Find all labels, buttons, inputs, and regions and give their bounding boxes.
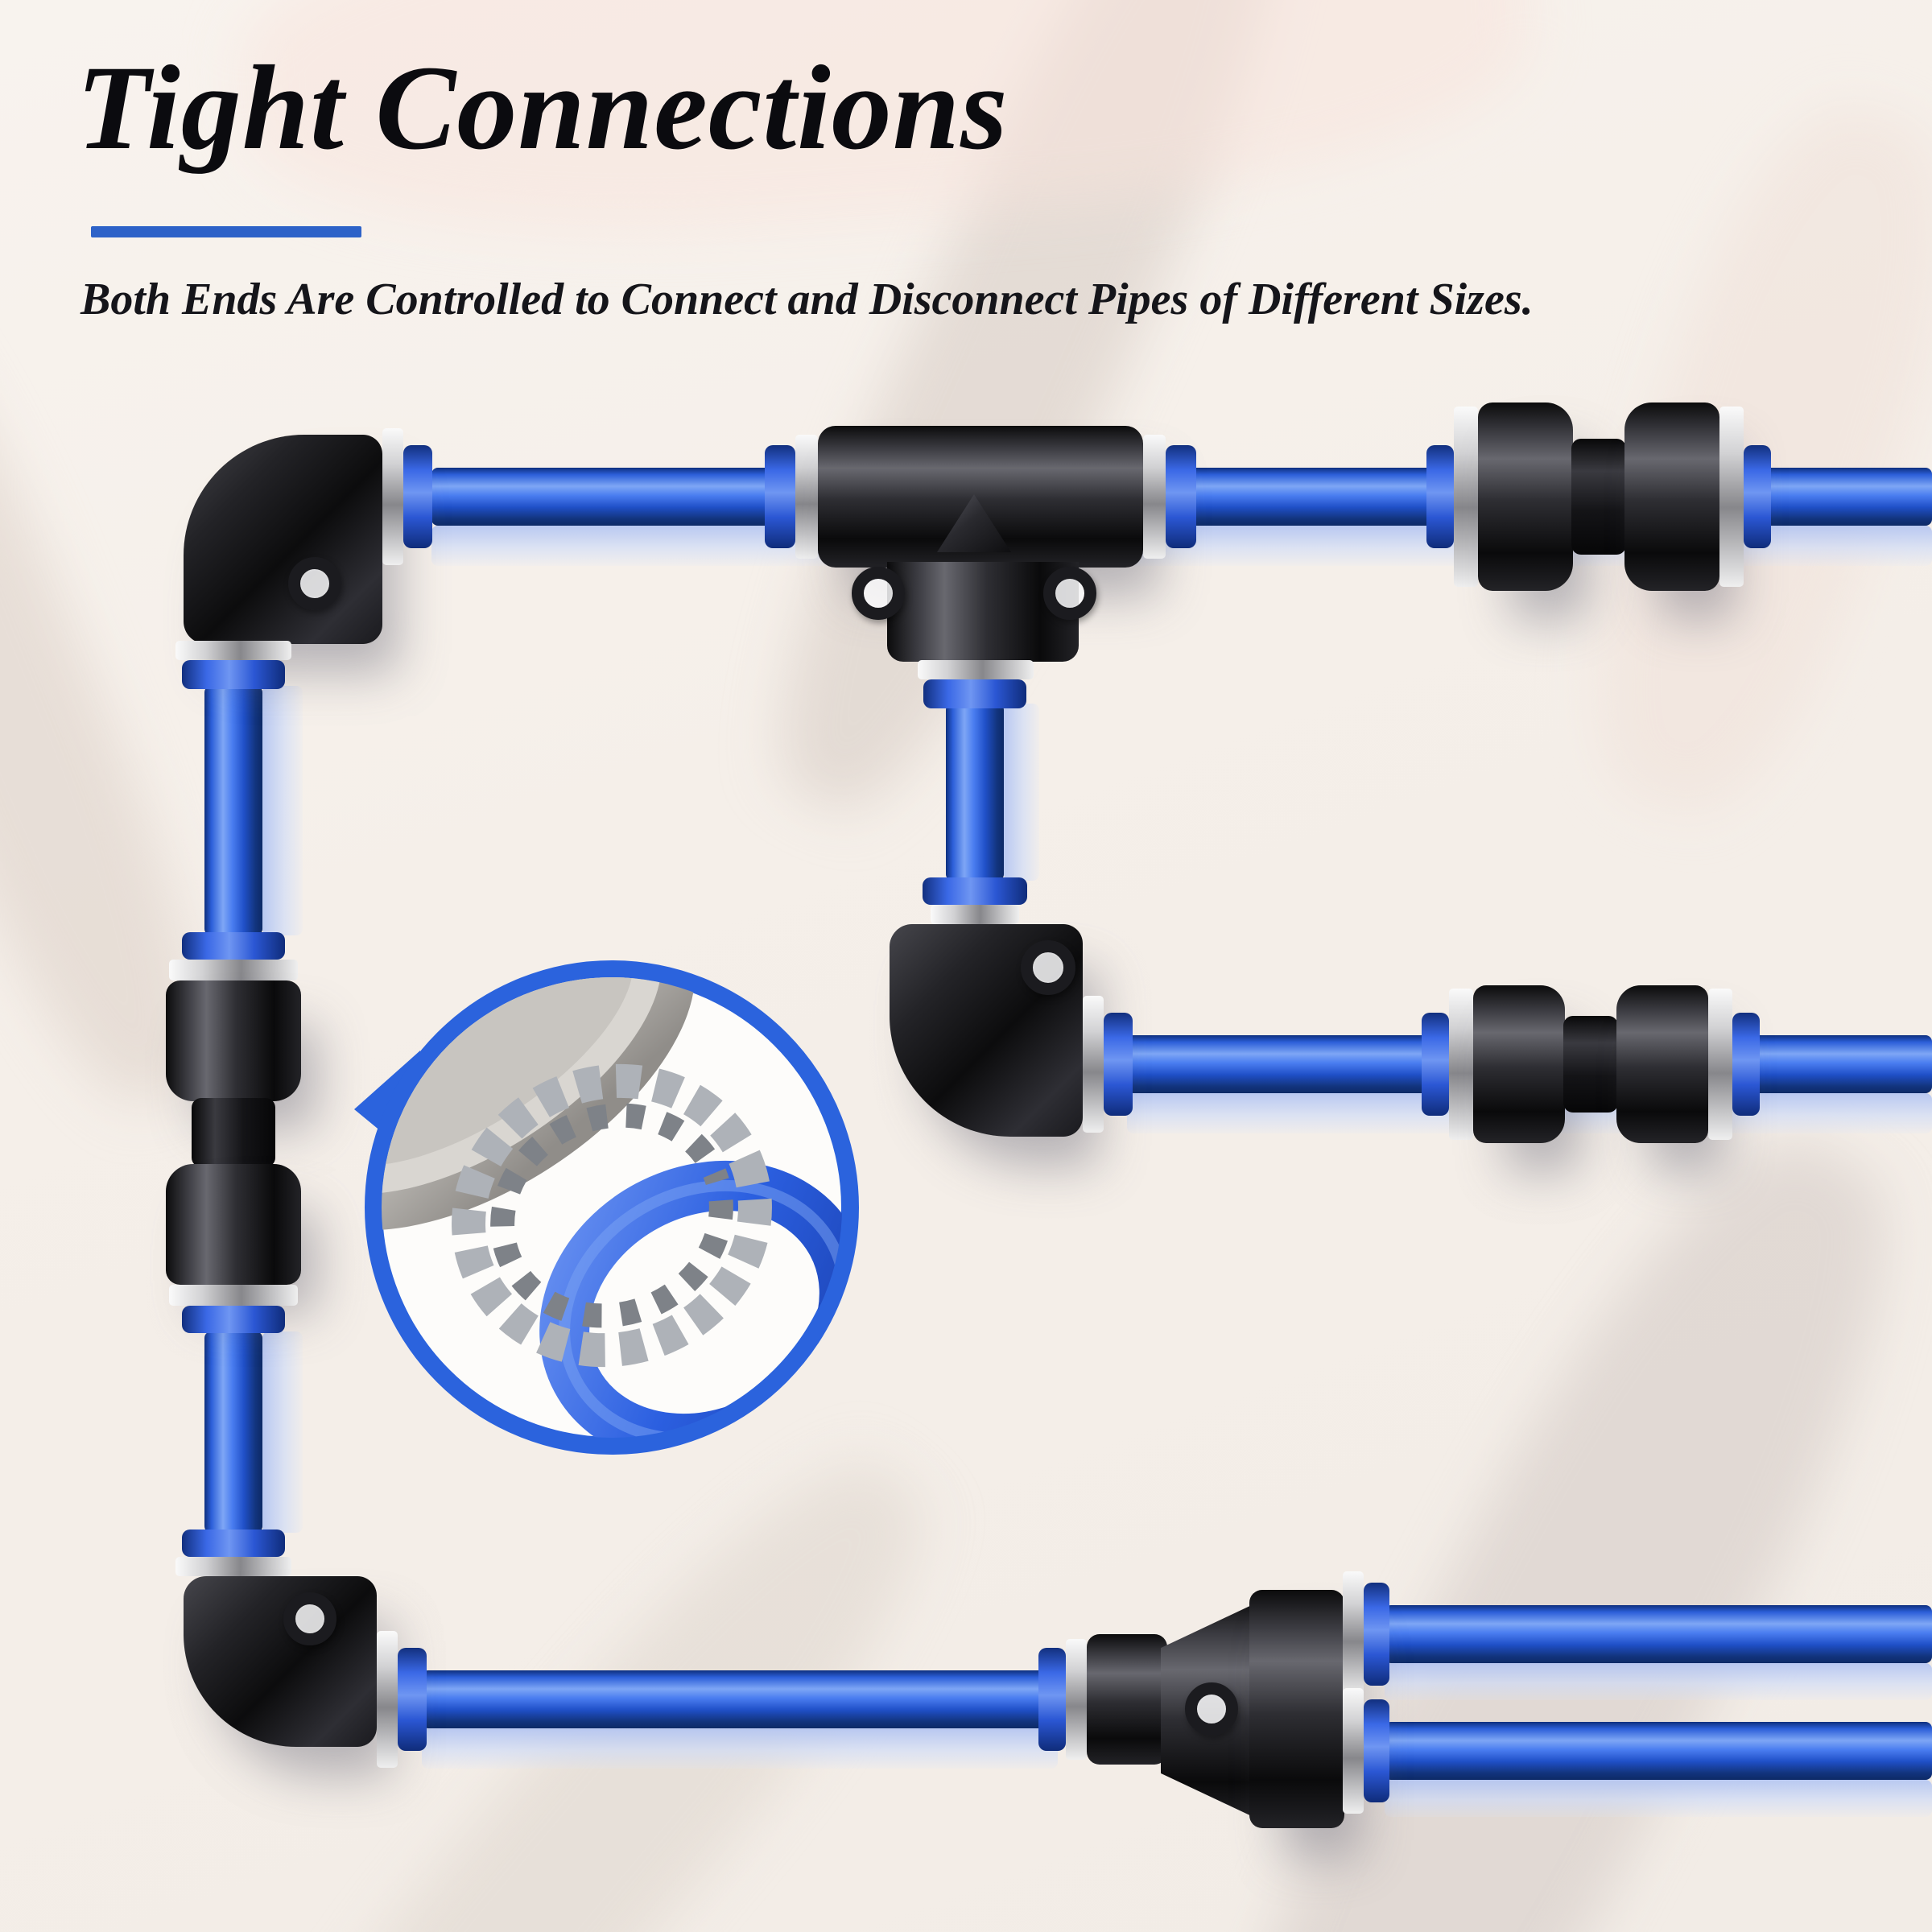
collar-ring [931, 905, 1019, 924]
collar-ring [1083, 996, 1104, 1133]
collar-ring [175, 1557, 291, 1576]
collar-ring [1066, 1639, 1087, 1760]
hanger-ring [288, 557, 341, 610]
collet-flange [1732, 1013, 1760, 1116]
union-body [1473, 985, 1565, 1143]
collar-ring [1449, 989, 1473, 1140]
collet-flange [1166, 445, 1196, 548]
union-body [166, 1164, 301, 1285]
elbow-body [184, 1576, 377, 1747]
collet-flange [1104, 1013, 1133, 1116]
collet-flange [1038, 1648, 1066, 1751]
union-body [1616, 985, 1708, 1143]
collar-ring [918, 660, 1034, 679]
page-title: Tight Connections [76, 41, 1009, 175]
collar-ring [795, 435, 818, 559]
union-waist [1563, 1016, 1618, 1113]
collet-flange [1744, 445, 1771, 548]
collar-ring [175, 641, 291, 660]
collar-ring [377, 1631, 398, 1768]
y-inlet-port [1087, 1634, 1167, 1765]
collet-flange [182, 660, 285, 689]
collar-ring [169, 960, 298, 980]
title-underline [91, 226, 361, 237]
collet-flange [1422, 1013, 1449, 1116]
collet-flange [403, 445, 432, 548]
collar-ring [169, 1285, 298, 1306]
collar-ring [1719, 407, 1744, 587]
y-outlet-block [1249, 1590, 1344, 1828]
collar-ring [1343, 1571, 1364, 1697]
union-waist [1571, 439, 1626, 555]
collet-flange [923, 877, 1027, 905]
hanger-ring [852, 567, 905, 620]
collar-ring [1343, 1688, 1364, 1814]
collet-flange [1364, 1583, 1389, 1686]
collet-flange [923, 679, 1026, 708]
collar-ring [1143, 435, 1166, 559]
page-subtitle: Both Ends Are Controlled to Connect and … [80, 275, 1534, 324]
collet-flange [182, 1530, 285, 1557]
union-body [1624, 402, 1719, 591]
hanger-ring [283, 1592, 336, 1645]
stainless-claw-ring [452, 1063, 772, 1368]
hanger-ring [1043, 567, 1096, 620]
collar-ring [382, 428, 403, 565]
union-body [1478, 402, 1573, 591]
hanger-ring [1021, 940, 1075, 995]
collet-flange [182, 1306, 285, 1333]
union-waist [192, 1098, 275, 1167]
collar-ring [1454, 407, 1478, 587]
collar-ring [1708, 989, 1732, 1140]
collet-flange [1364, 1699, 1389, 1802]
union-body [166, 980, 301, 1101]
collet-flange [398, 1648, 427, 1751]
magnifier-detail [354, 960, 859, 1455]
collet-flange [765, 445, 795, 548]
hanger-ring [1185, 1682, 1238, 1736]
collet-flange [182, 932, 285, 960]
elbow-body [184, 435, 382, 644]
collet-flange [1426, 445, 1454, 548]
